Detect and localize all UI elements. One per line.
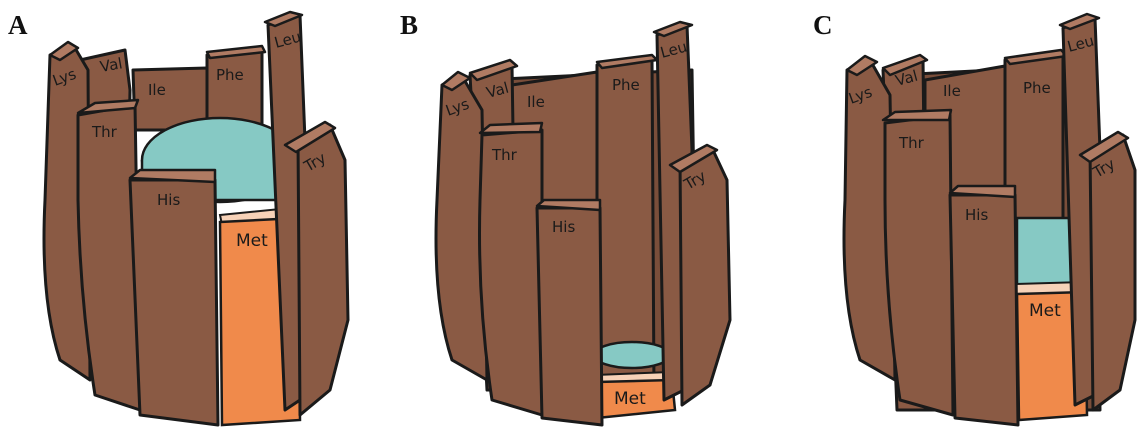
label-his: His [157, 191, 180, 209]
stave-thr [480, 130, 543, 415]
label-phe: Phe [612, 76, 640, 94]
label-phe: Phe [1023, 79, 1051, 97]
label-met: Met [236, 231, 268, 251]
label-his: His [552, 218, 575, 236]
label-thr: Thr [898, 134, 925, 152]
water-surface [594, 342, 670, 368]
label-thr: Thr [91, 123, 118, 141]
stave-his [537, 208, 602, 425]
panel-c: C Lys Val Ile Phe Leu Thr Try His Me [805, 0, 1138, 430]
label-phe: Phe [216, 66, 244, 84]
label-ile: Ile [943, 82, 961, 100]
label-thr: Thr [491, 146, 518, 164]
panel-b: B Lys Val Ile Phe Leu Thr Try His Me [392, 0, 771, 430]
barrel-diagram-a: Lys Val Ile Phe Leu Thr Try His Met [0, 0, 379, 430]
label-ile: Ile [148, 81, 166, 99]
stave-his [950, 195, 1018, 425]
label-val: Val [99, 54, 124, 76]
barrel-diagram-c: Lys Val Ile Phe Leu Thr Try His Met [805, 0, 1138, 430]
stave-his [130, 180, 218, 425]
barrel-diagram-b: Lys Val Ile Phe Leu Thr Try His Met [392, 0, 771, 430]
label-ile: Ile [527, 93, 545, 111]
stave-phe [597, 58, 654, 390]
label-met: Met [1029, 301, 1061, 321]
label-his: His [965, 206, 988, 224]
label-met: Met [614, 389, 646, 409]
panel-a: A Lys Val Ile Phe Leu Thr Try His Me [0, 0, 379, 430]
stave-thr [885, 115, 953, 415]
